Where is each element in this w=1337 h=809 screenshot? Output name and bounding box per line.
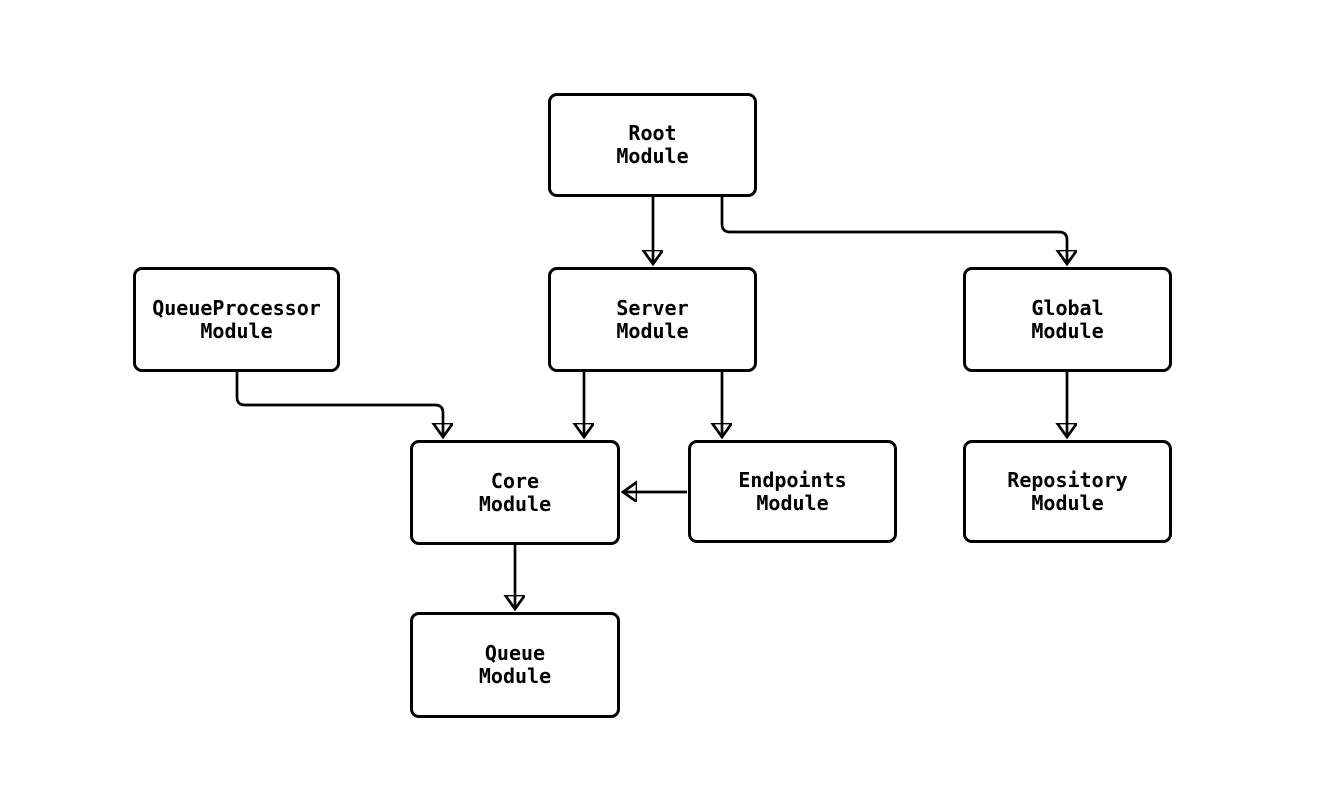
node-repository-module-label: Repository Module bbox=[1007, 467, 1128, 515]
node-queue-module-label: Queue Module bbox=[478, 641, 552, 688]
node-queue-module: Queue Module bbox=[410, 612, 620, 718]
node-server-module: Server Module bbox=[548, 267, 757, 372]
node-server-module-label: Server Module bbox=[616, 295, 689, 343]
edge-queueprocessor-to-core bbox=[235, 372, 443, 437]
node-global-module-label: Global Module bbox=[1031, 295, 1104, 343]
node-root-module: Root Module bbox=[548, 93, 757, 197]
edge-root-to-global bbox=[720, 197, 1067, 264]
node-queueprocessor-module: QueueProcessor Module bbox=[133, 267, 340, 372]
node-repository-module: Repository Module bbox=[963, 440, 1172, 543]
node-queueprocessor-module-label: QueueProcessor Module bbox=[152, 295, 321, 343]
node-endpoints-module: Endpoints Module bbox=[688, 440, 897, 543]
node-endpoints-module-label: Endpoints Module bbox=[738, 467, 847, 515]
node-root-module-label: Root Module bbox=[616, 121, 689, 168]
node-global-module: Global Module bbox=[963, 267, 1172, 372]
node-core-module: Core Module bbox=[410, 440, 620, 545]
node-core-module-label: Core Module bbox=[478, 468, 552, 516]
